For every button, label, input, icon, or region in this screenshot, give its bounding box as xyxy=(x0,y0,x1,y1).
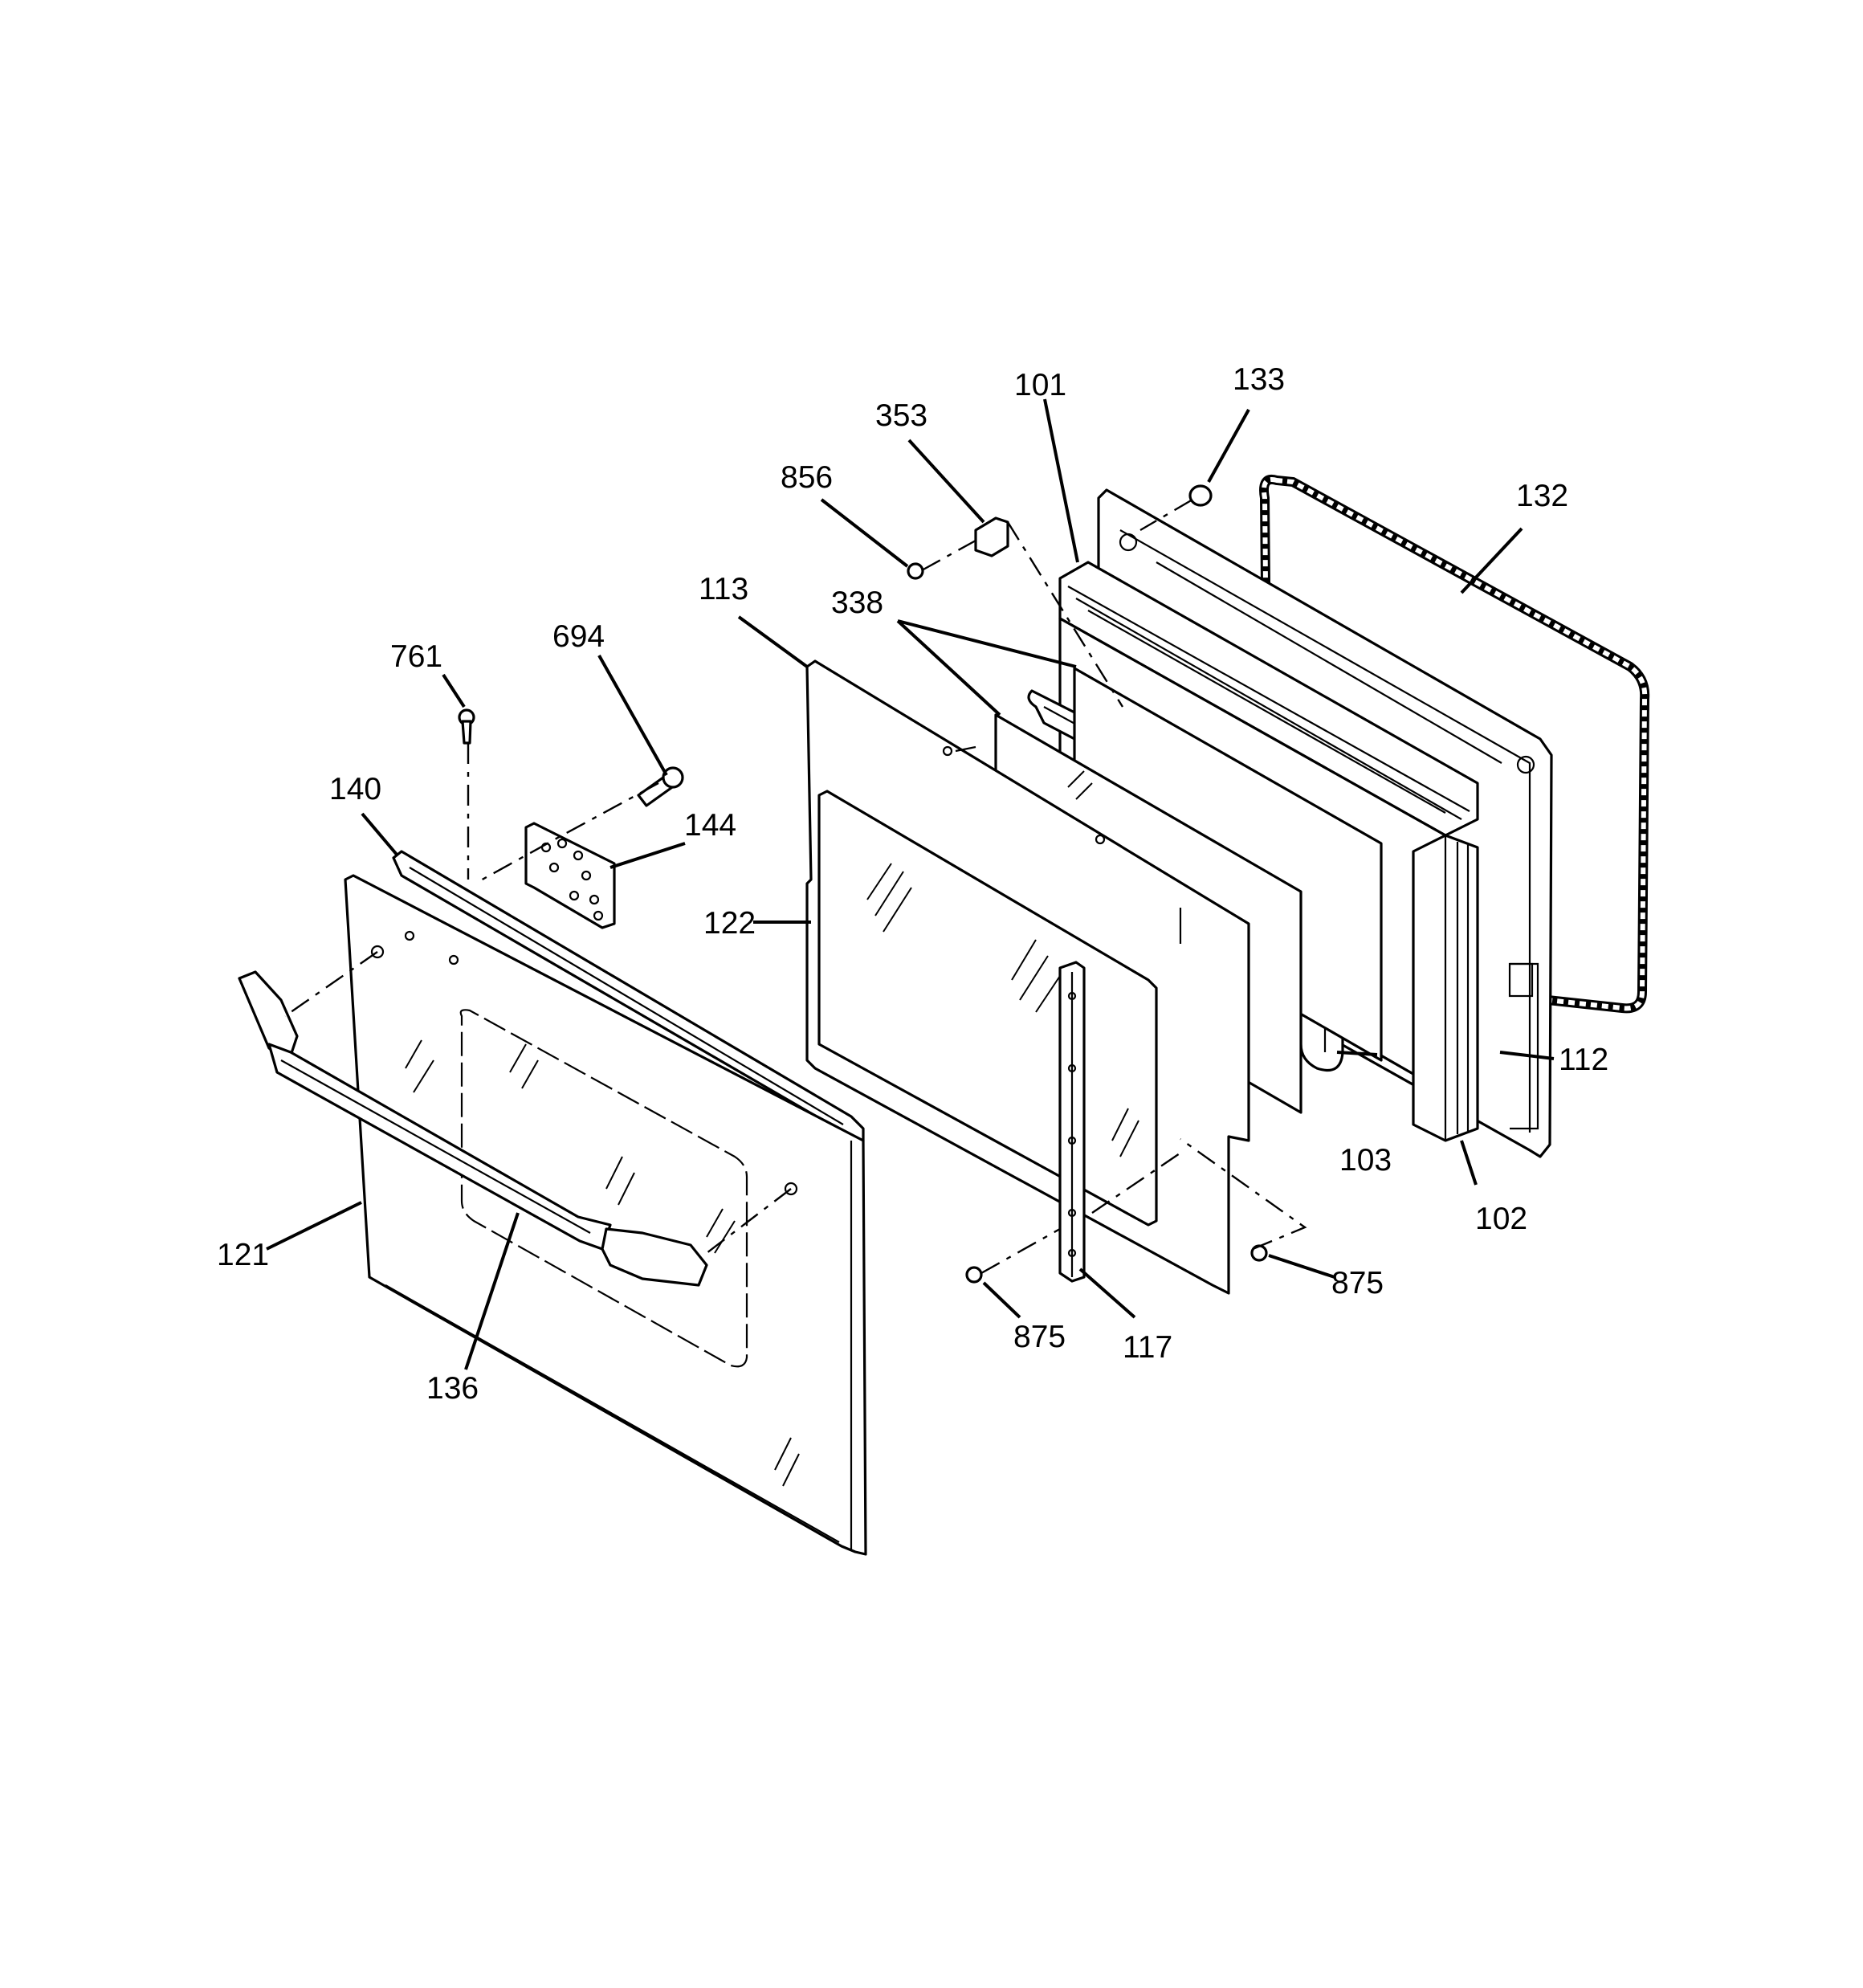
part-875-screw-left xyxy=(965,1266,983,1284)
part-136-door-handle xyxy=(238,970,708,1287)
part-117-glass-bracket xyxy=(1058,961,1086,1283)
callout-761: 761 xyxy=(390,639,442,674)
callout-labels: 101 102 103 112 113 117 121 122 132 133 … xyxy=(217,362,1608,1406)
callout-117: 117 xyxy=(1123,1330,1172,1365)
callout-136: 136 xyxy=(426,1371,479,1406)
part-856-screw xyxy=(907,562,924,580)
alignment-lines xyxy=(284,498,1307,1275)
part-140-vent-trim xyxy=(392,850,865,1142)
callout-694: 694 xyxy=(552,619,605,654)
callout-121: 121 xyxy=(217,1238,269,1272)
part-132-door-gasket xyxy=(1259,475,1650,1014)
callout-875-right: 875 xyxy=(1331,1266,1384,1300)
callout-122: 122 xyxy=(703,906,756,941)
leader-lines xyxy=(266,398,1555,1370)
part-353-hinge-clip xyxy=(974,516,1009,557)
callout-140: 140 xyxy=(329,772,381,806)
callout-875-left: 875 xyxy=(1013,1320,1066,1354)
callout-113: 113 xyxy=(699,572,748,606)
part-102-side-frame xyxy=(1412,834,1479,1142)
callout-103: 103 xyxy=(1339,1143,1392,1178)
callout-132: 132 xyxy=(1516,479,1568,513)
callout-338: 338 xyxy=(831,586,883,620)
callout-112: 112 xyxy=(1559,1043,1608,1077)
part-144-hinge-plate xyxy=(524,822,616,929)
callout-856: 856 xyxy=(781,460,833,495)
part-694-screw xyxy=(637,766,684,807)
callout-353: 353 xyxy=(875,398,927,433)
part-133-grommet xyxy=(1188,484,1213,507)
callout-102: 102 xyxy=(1475,1202,1527,1236)
part-121-outer-door xyxy=(344,874,867,1556)
callout-133: 133 xyxy=(1233,362,1285,397)
callout-101: 101 xyxy=(1014,368,1066,402)
callout-144: 144 xyxy=(684,808,736,843)
part-761-screw xyxy=(458,708,475,745)
